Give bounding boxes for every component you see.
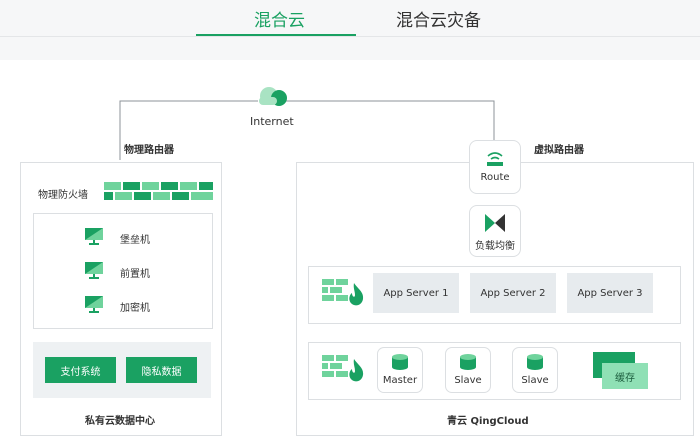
device-encryption-host: 加密机 [120,303,150,314]
device-bastion-host: 堡垒机 [120,235,150,246]
tab-divider [0,36,700,37]
active-tab-indicator [196,34,356,36]
db-master-label: Master [382,375,418,386]
tab-hybrid-cloud[interactable]: 混合云 [254,11,305,31]
db-slave-2-label: Slave [521,375,549,386]
firewall-icon [104,182,213,200]
load-balancer-icon [485,214,505,232]
private-dc-caption: 私有云数据中心 [85,416,155,427]
app-server-3[interactable]: App Server 3 [567,273,653,313]
tab-bar: 混合云 混合云灾备 [0,0,700,60]
db-slave-1-label: Slave [454,375,482,386]
virtual-router-label: 虚拟路由器 [534,145,584,156]
db-slave-2[interactable]: Slave [512,347,558,393]
tab-hybrid-cloud-dr[interactable]: 混合云灾备 [396,11,481,31]
load-balancer-card: 负载均衡 [469,205,521,257]
device-group [33,213,213,329]
physical-router-label: 物理路由器 [124,145,174,156]
cloud-firewall-icon [322,355,364,382]
payment-system-button[interactable]: 支付系统 [45,357,116,383]
device-frontend-host: 前置机 [120,269,150,280]
router-icon [487,152,503,166]
route-card: Route [469,140,521,194]
cloud-icon [259,87,287,106]
app-server-1[interactable]: App Server 1 [373,273,459,313]
private-data-button[interactable]: 隐私数据 [126,357,197,383]
load-balancer-label: 负载均衡 [475,241,515,252]
qingcloud-caption: 青云 QingCloud [447,416,529,427]
database-icon [460,354,476,370]
cloud-firewall-icon [322,279,364,306]
monitor-icon [85,262,103,279]
monitor-icon [85,228,103,245]
app-server-2[interactable]: App Server 2 [470,273,556,313]
internet-label: Internet [250,115,294,128]
db-slave-1[interactable]: Slave [445,347,491,393]
db-master[interactable]: Master [377,347,423,393]
database-icon [527,354,543,370]
route-label: Route [480,172,510,183]
cache-label[interactable]: 缓存 [602,363,648,389]
monitor-icon [85,296,103,313]
database-icon [392,354,408,370]
firewall-label: 物理防火墙 [38,190,88,201]
